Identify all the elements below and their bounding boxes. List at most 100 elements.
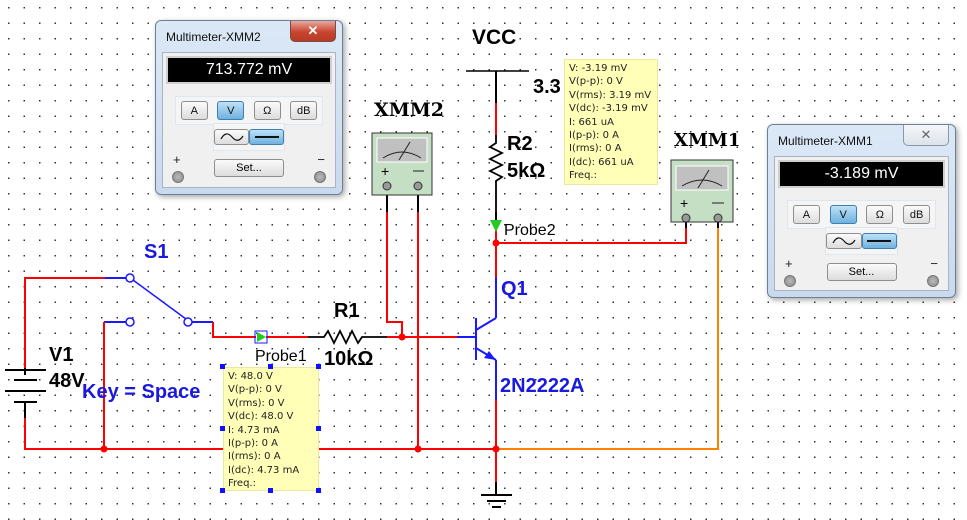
plus-terminal-label: + xyxy=(173,152,181,167)
probe1-line: I(p-p): 0 A xyxy=(228,438,278,450)
probe2-label[interactable]: Probe2 xyxy=(504,222,556,239)
decibel-button[interactable]: dB xyxy=(903,205,931,224)
mode-buttons xyxy=(213,123,285,151)
dc-line-icon xyxy=(254,136,279,138)
close-button[interactable]: ✕ xyxy=(290,21,336,42)
probe1-line: V: 48.0 V xyxy=(228,371,273,382)
q1-model[interactable]: 2N2222A xyxy=(500,375,585,397)
close-icon: ✕ xyxy=(307,23,319,38)
selection-handle[interactable] xyxy=(316,364,321,369)
s1-key-label[interactable]: Key = Space xyxy=(82,381,201,403)
wire-v1-bottom xyxy=(24,418,495,450)
selection-handle[interactable] xyxy=(220,364,225,369)
plus-terminal[interactable] xyxy=(172,171,184,183)
set-button[interactable]: Set... xyxy=(826,263,897,281)
sine-wave-icon xyxy=(832,237,856,245)
voltmeter-button[interactable]: V xyxy=(217,101,245,120)
vcc-value: 3.3 xyxy=(533,76,561,98)
r2-ref[interactable]: R2 xyxy=(507,133,533,155)
junction-dot xyxy=(492,239,500,247)
wire-probe2-xmm1 xyxy=(496,228,687,244)
probe2-readout[interactable]: V: -3.19 mV V(p-p): 0 V V(rms): 3.19 mV … xyxy=(564,59,658,185)
multimeter-xmm1-window[interactable]: Multimeter-XMM1 ✕ -3.189 mV A V Ω dB + −… xyxy=(767,124,956,298)
voltmeter-button[interactable]: V xyxy=(829,205,857,224)
close-icon: ✕ xyxy=(920,127,932,142)
v1-ref[interactable]: V1 xyxy=(49,344,74,366)
ammeter-button[interactable]: A xyxy=(792,205,820,224)
selection-handle[interactable] xyxy=(220,426,225,431)
r1-ref[interactable]: R1 xyxy=(334,300,360,322)
wire-xmm1-minus xyxy=(496,228,719,450)
xmm2-ref[interactable]: XMM2 xyxy=(374,99,445,121)
ammeter-button[interactable]: A xyxy=(180,101,208,120)
ac-mode-button[interactable] xyxy=(214,129,249,145)
selection-handle[interactable] xyxy=(316,426,321,431)
probe2-line: V(rms): 3.19 mV xyxy=(569,89,652,101)
ac-mode-button[interactable] xyxy=(826,233,862,249)
reading-display: -3.189 mV xyxy=(778,160,945,188)
multimeter-panel: -3.189 mV A V Ω dB + − Set... xyxy=(774,156,949,291)
resistor-r1 xyxy=(308,328,387,346)
set-button[interactable]: Set... xyxy=(214,159,284,177)
probe2-line: I(dc): 661 uA xyxy=(569,156,634,168)
close-button[interactable]: ✕ xyxy=(903,125,949,146)
junction-dot xyxy=(414,445,422,453)
probe1-label[interactable]: Probe1 xyxy=(255,348,307,365)
probe2-icon xyxy=(490,220,502,232)
dc-line-icon xyxy=(867,240,892,242)
r1-value[interactable]: 10kΩ xyxy=(324,348,374,370)
window-title: Multimeter-XMM2 xyxy=(166,30,261,44)
probe1-line: V(rms): 0 V xyxy=(228,397,285,409)
minus-terminal-label: − xyxy=(930,256,938,271)
plus-terminal[interactable] xyxy=(784,275,796,287)
decibel-button[interactable]: dB xyxy=(290,101,318,120)
s1-contact-bottom xyxy=(125,317,135,327)
probe2-line: V(p-p): 0 V xyxy=(569,76,623,88)
minus-terminal-label: − xyxy=(317,152,325,167)
probe1-icon-box xyxy=(254,330,268,344)
function-buttons: A V Ω dB xyxy=(787,200,936,229)
xmm2-instrument: + xyxy=(371,132,433,196)
wire-v1-top xyxy=(24,277,105,375)
dc-mode-button[interactable] xyxy=(861,233,897,249)
r2-value[interactable]: 5kΩ xyxy=(507,160,546,182)
svg-text:+: + xyxy=(680,195,688,211)
dc-mode-button[interactable] xyxy=(249,129,284,145)
s1-ref[interactable]: S1 xyxy=(144,241,169,263)
resistor-r2 xyxy=(487,135,505,212)
probe2-line: I(p-p): 0 A xyxy=(569,130,619,142)
selection-handle[interactable] xyxy=(220,488,225,493)
probe1-line: V(p-p): 0 V xyxy=(228,384,282,396)
q1-emitter-arrow xyxy=(484,351,496,360)
plus-terminal-label: + xyxy=(785,256,793,271)
probe1-readout[interactable]: V: 48.0 V V(p-p): 0 V V(rms): 0 V V(dc):… xyxy=(223,367,319,491)
probe1-line: Freq.: xyxy=(228,478,256,490)
minus-terminal[interactable] xyxy=(927,275,939,287)
q1-ref[interactable]: Q1 xyxy=(501,278,528,300)
xmm1-instrument: + xyxy=(670,159,734,223)
xmm1-ref[interactable]: XMM1 xyxy=(674,130,741,151)
selection-handle[interactable] xyxy=(268,488,273,493)
multimeter-panel: 713.772 mV A V Ω dB + − Set... xyxy=(162,52,336,188)
ohmmeter-button[interactable]: Ω xyxy=(866,205,894,224)
ohmmeter-button[interactable]: Ω xyxy=(253,101,281,120)
minus-terminal[interactable] xyxy=(314,171,326,183)
q1-collector-leg xyxy=(475,317,497,331)
selection-handle[interactable] xyxy=(316,488,321,493)
probe1-line: I: 4.73 mA xyxy=(228,424,280,436)
probe1-line: V(dc): 48.0 V xyxy=(228,411,294,423)
reading-display: 713.772 mV xyxy=(166,56,332,84)
s1-blade xyxy=(132,279,187,320)
wire-s1-to-probe1 xyxy=(212,322,256,338)
wire-xmm2-plus xyxy=(386,212,403,337)
probe1-line: I(dc): 4.73 mA xyxy=(228,464,300,476)
multimeter-xmm2-window[interactable]: Multimeter-XMM2 ✕ 713.772 mV A V Ω dB + … xyxy=(155,20,343,195)
s1-contact-top xyxy=(125,273,135,283)
probe1-icon xyxy=(257,332,266,342)
junction-dot xyxy=(100,445,108,453)
selection-handle[interactable] xyxy=(268,364,273,369)
function-buttons: A V Ω dB xyxy=(175,96,323,125)
v1-value[interactable]: 48V xyxy=(49,370,85,392)
probe1-line: I(rms): 0 A xyxy=(228,451,281,463)
